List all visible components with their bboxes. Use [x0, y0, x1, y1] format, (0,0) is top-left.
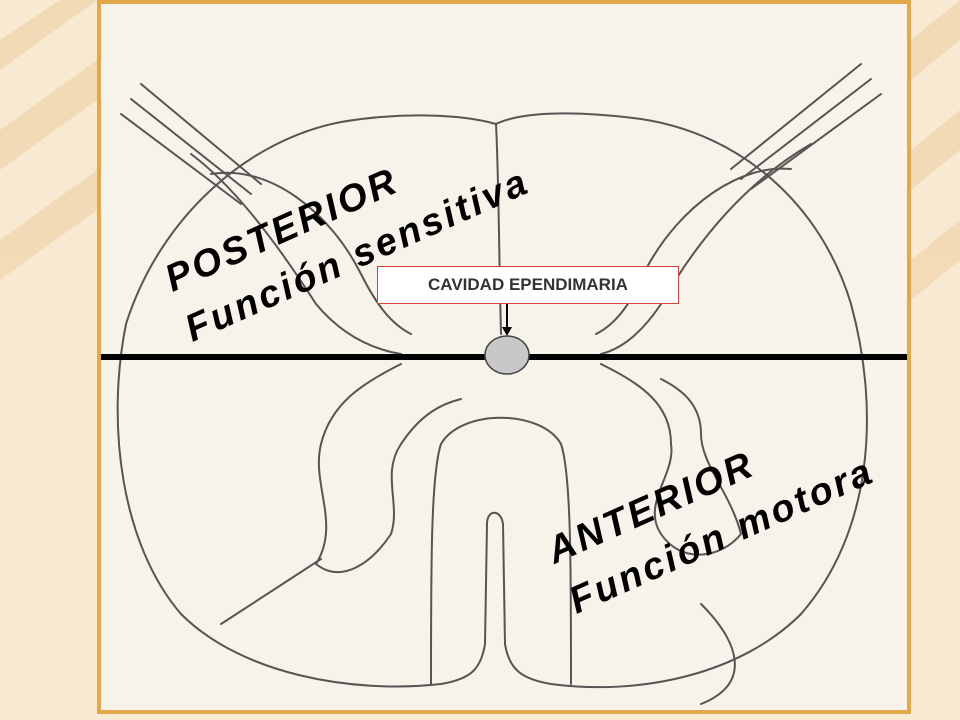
left-posterior-horn [190, 153, 402, 355]
spinal-cord-cross-section [101, 63, 907, 705]
central-canal [484, 335, 530, 375]
ependymal-cavity-callout: CAVIDAD EPENDIMARIA [377, 266, 679, 304]
cord-outline [116, 112, 868, 689]
anterior-median-fissure [430, 416, 572, 685]
slide-frame: CAVIDAD EPENDIMARIA POSTERIOR Función se… [97, 0, 911, 714]
posterior-median-septum [495, 123, 502, 335]
callout-arrowhead [502, 327, 512, 336]
left-anterior-horn [314, 363, 462, 574]
right-posterior-horn [600, 143, 812, 355]
right-anterior-horn [600, 363, 743, 556]
